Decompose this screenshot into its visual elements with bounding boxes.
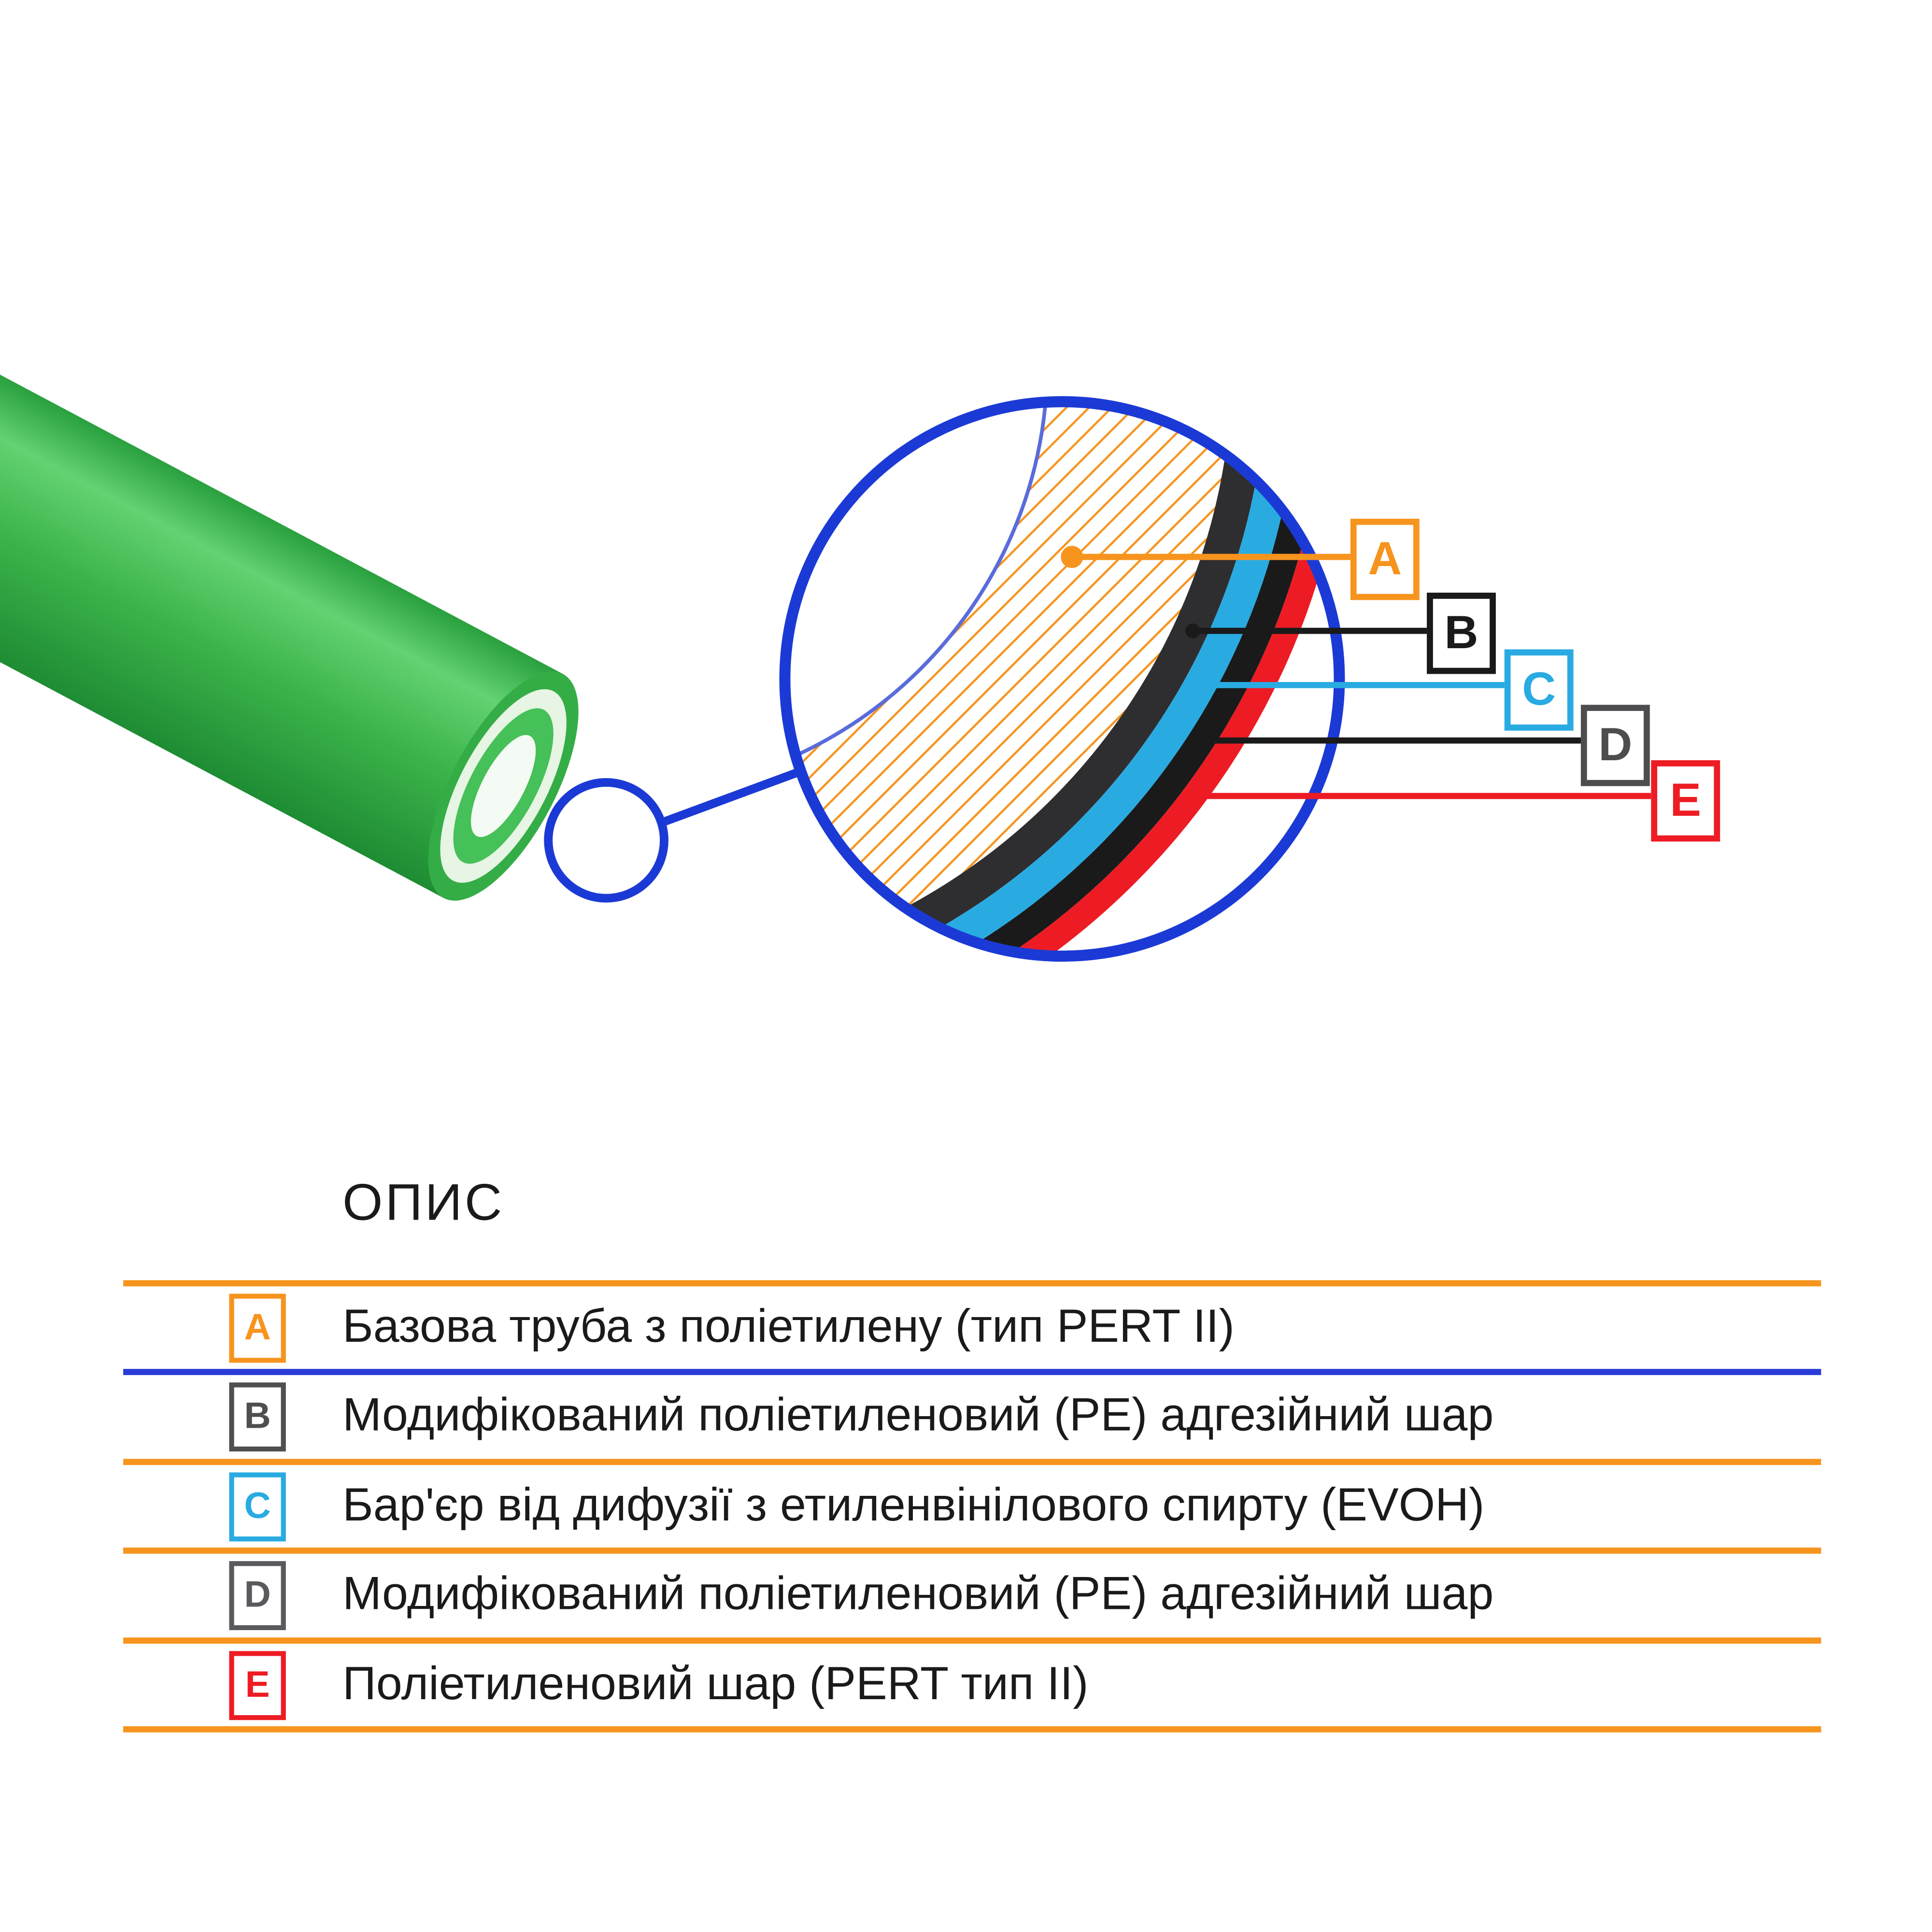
leader-dot-b (1185, 623, 1200, 639)
legend-row-text: Бар'єр від дифузії з етиленвінілового сп… (342, 1479, 1485, 1532)
callout-box-b: B (1427, 593, 1496, 674)
legend-box-c: C (229, 1472, 286, 1542)
legend-box-b: B (229, 1382, 286, 1452)
legend-title: ОПИС (342, 1173, 505, 1231)
callout-box-d: D (1580, 705, 1650, 786)
callout-box-a: A (1350, 518, 1420, 600)
legend-row-text: Модифікований поліетиленовий (PE) адгезі… (342, 1390, 1494, 1442)
legend-row-text: Поліетиленовий шар (PERT тип II) (342, 1658, 1089, 1710)
pipe-bore (471, 735, 536, 837)
layer-a-base-pipe (790, 406, 1233, 952)
legend-separator (123, 1280, 1821, 1287)
legend-box-e: E (229, 1651, 286, 1720)
green-pipe (0, 136, 579, 901)
zoom-circle-layers (790, 406, 1335, 952)
legend-box-d: D (229, 1561, 286, 1630)
legend-row-text: Базова труба з поліетилену (тип PERT II) (342, 1301, 1235, 1353)
legend-row-text: Модифікований поліетиленовий (PE) адгезі… (342, 1568, 1494, 1620)
legend-separator (123, 1369, 1821, 1375)
pipe-cross-section-diagram (0, 136, 1651, 962)
legend-separator (123, 1637, 1821, 1644)
callout-box-e: E (1651, 760, 1720, 842)
zoom-circle-border (779, 396, 1345, 962)
magnifier-source-circle (544, 778, 668, 903)
leader-dot-e (1181, 788, 1197, 804)
pipe-bore-zoom (790, 406, 1048, 795)
legend-separator (123, 1726, 1821, 1733)
legend-separator (123, 1459, 1821, 1465)
leader-dot-a (1061, 546, 1083, 568)
magnifier-connector-line (659, 768, 799, 827)
legend-box-a: A (229, 1293, 286, 1363)
legend-separator (123, 1548, 1821, 1554)
callout-box-c: C (1504, 649, 1574, 731)
